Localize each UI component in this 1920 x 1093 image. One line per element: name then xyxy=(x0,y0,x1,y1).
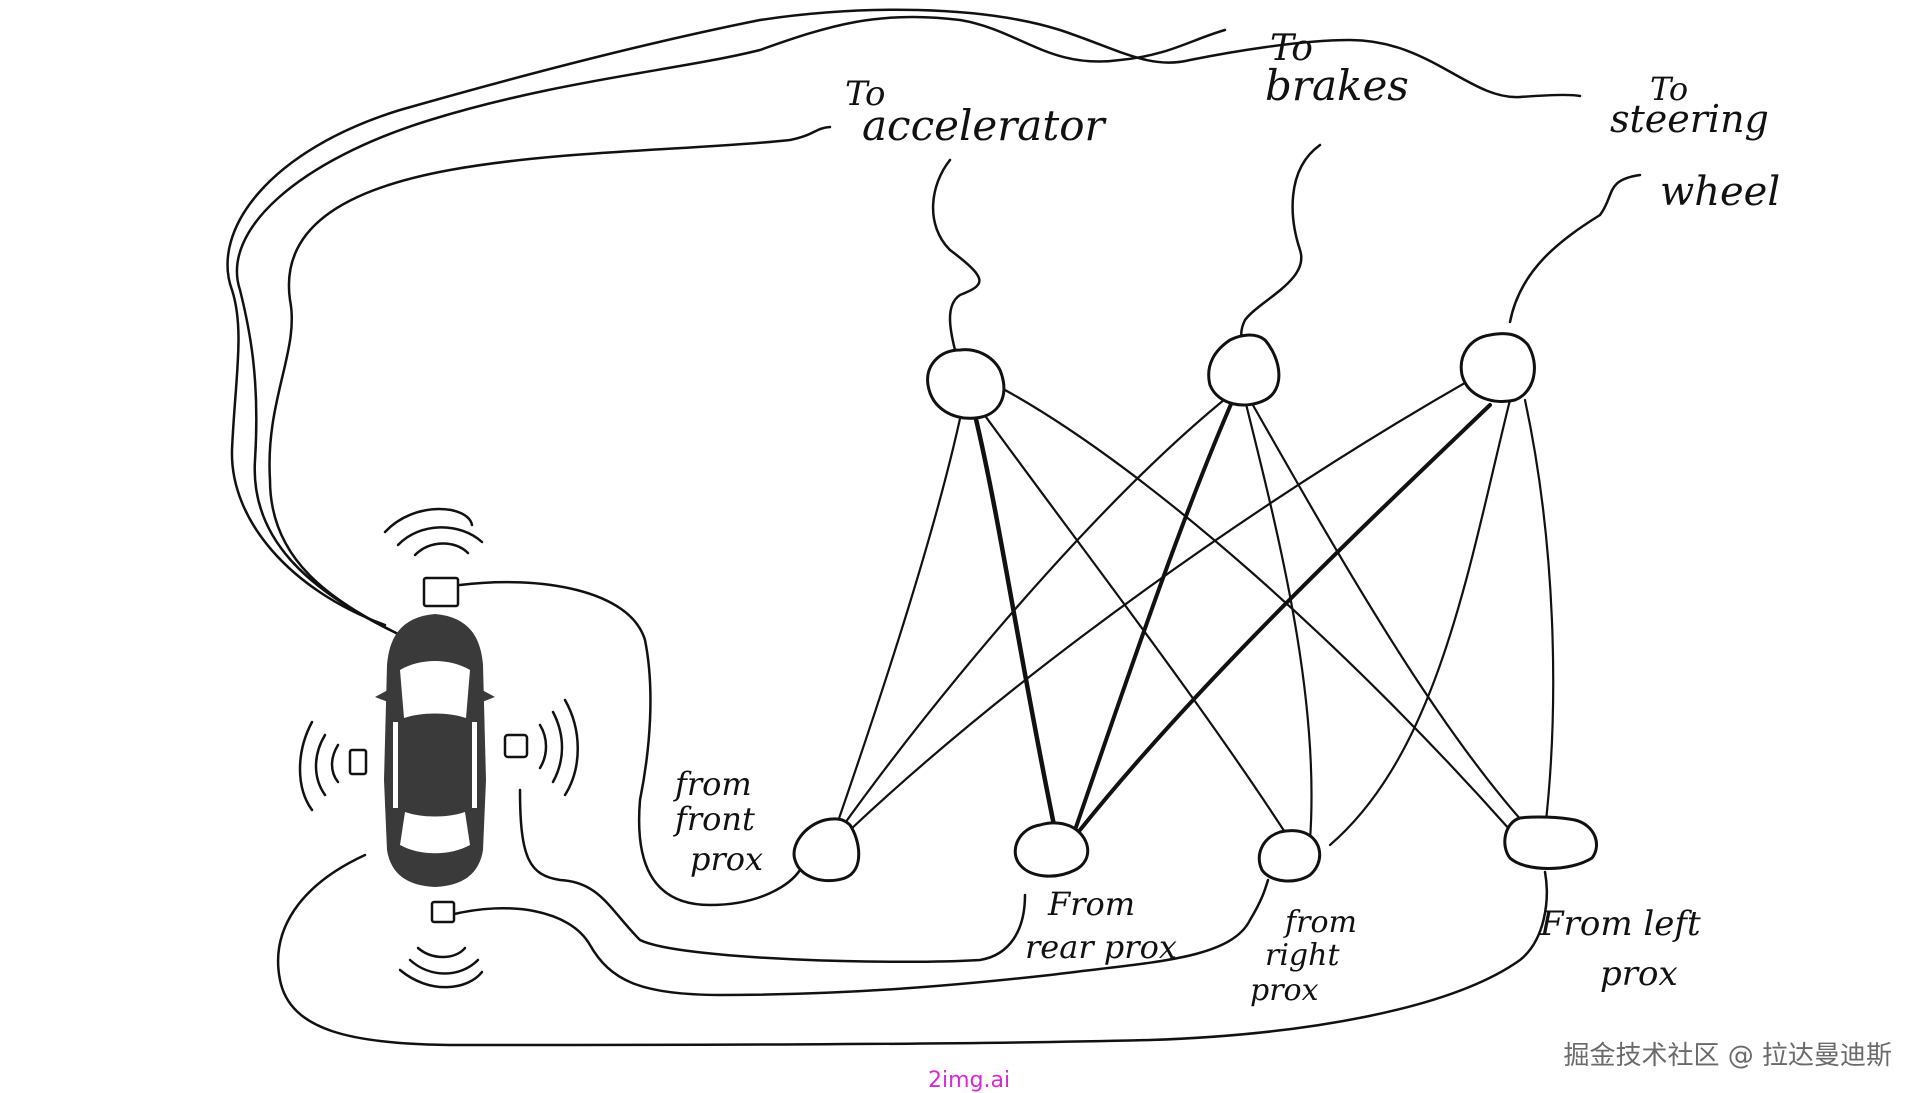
stem-accelerator xyxy=(931,158,981,352)
label-to-brakes: To brakes xyxy=(1265,28,1409,110)
input-neurons xyxy=(792,815,1598,883)
label-to-accelerator-line2: accelerator xyxy=(862,101,1108,150)
node-right-prox xyxy=(1257,829,1321,883)
edge-brk-right xyxy=(1243,398,1313,842)
output-stems xyxy=(931,143,1642,352)
label-to-steering-line3: wheel xyxy=(1660,169,1780,215)
edge-acc-rear-bold xyxy=(972,412,1058,833)
label-from-right-line2: right xyxy=(1265,938,1340,973)
sensor-rear xyxy=(430,900,456,924)
label-from-front-line2: front xyxy=(673,800,755,838)
label-from-left-line2: prox xyxy=(1600,954,1678,994)
node-rear-prox xyxy=(1013,821,1090,878)
edge-brk-front xyxy=(838,393,1232,832)
node-accelerator xyxy=(926,348,1006,420)
edge-brk-rear-bold xyxy=(1073,393,1237,832)
wire-to-accelerator xyxy=(268,125,832,637)
car-mirror-right xyxy=(482,690,495,702)
label-from-rear: From rear prox xyxy=(1025,885,1177,966)
edge-str-left xyxy=(1523,398,1555,832)
label-from-left-line1: From left xyxy=(1539,904,1701,944)
car-rear-window xyxy=(400,812,470,854)
edge-acc-front xyxy=(833,393,967,832)
wire-right-sensor xyxy=(448,878,1270,997)
stem-steering xyxy=(1508,173,1642,324)
sensor-right xyxy=(503,733,529,759)
watermark-author: 掘金技术社区 @ 拉达曼迪斯 xyxy=(1563,1041,1892,1071)
node-left-prox xyxy=(1503,815,1598,870)
node-front-prox xyxy=(792,817,861,883)
label-from-right: from right prox xyxy=(1250,905,1357,1008)
output-neurons xyxy=(926,332,1536,420)
wire-to-steering xyxy=(226,8,1582,627)
car-side-right xyxy=(472,722,477,808)
output-wires xyxy=(226,8,1582,637)
label-to-steering-line2: steering xyxy=(1610,97,1769,141)
label-from-front-line3: prox xyxy=(690,840,763,878)
label-to-steering: To steering wheel xyxy=(1610,70,1780,215)
edge-acc-right xyxy=(968,393,1292,842)
node-steering xyxy=(1459,332,1536,404)
label-to-brakes-line1: To xyxy=(1270,28,1313,69)
wire-left-sensor xyxy=(276,853,1548,1047)
wire-rear-sensor xyxy=(518,788,1027,964)
sensor-front xyxy=(422,576,460,608)
label-to-steering-line1: To xyxy=(1650,70,1688,108)
edge-brk-left xyxy=(1248,398,1532,832)
connections xyxy=(833,378,1555,847)
label-to-brakes-line2: brakes xyxy=(1265,61,1409,110)
edge-acc-left xyxy=(1003,388,1512,832)
node-brakes xyxy=(1207,333,1281,407)
edge-str-right xyxy=(1328,398,1512,847)
edge-str-front xyxy=(848,378,1472,832)
label-from-rear-line2: rear prox xyxy=(1025,928,1177,966)
car-mirror-left xyxy=(375,690,388,702)
label-from-rear-line1: From xyxy=(1047,885,1135,923)
labels: To accelerator To brakes To steering whe… xyxy=(673,28,1780,1008)
label-from-front-line1: from xyxy=(673,765,752,803)
stem-brakes xyxy=(1240,143,1322,347)
label-from-left: From left prox xyxy=(1539,904,1701,994)
car xyxy=(298,507,579,989)
label-from-front: from front prox xyxy=(673,765,763,878)
signal-arcs xyxy=(298,507,579,989)
wire-front-sensor xyxy=(458,580,802,907)
watermark-site: 2img.ai xyxy=(928,1068,1011,1093)
label-to-accelerator: To accelerator xyxy=(845,74,1108,150)
car-windshield xyxy=(400,661,470,718)
sensor-left xyxy=(348,748,368,776)
wire-to-brakes xyxy=(235,15,1227,632)
edge-str-rear-bold xyxy=(1078,403,1492,832)
sensor-wires xyxy=(276,580,1548,1047)
label-to-accelerator-line1: To xyxy=(845,74,886,114)
label-from-right-line3: prox xyxy=(1250,973,1319,1008)
label-from-right-line1: from xyxy=(1283,905,1357,940)
car-side-left xyxy=(393,722,398,808)
